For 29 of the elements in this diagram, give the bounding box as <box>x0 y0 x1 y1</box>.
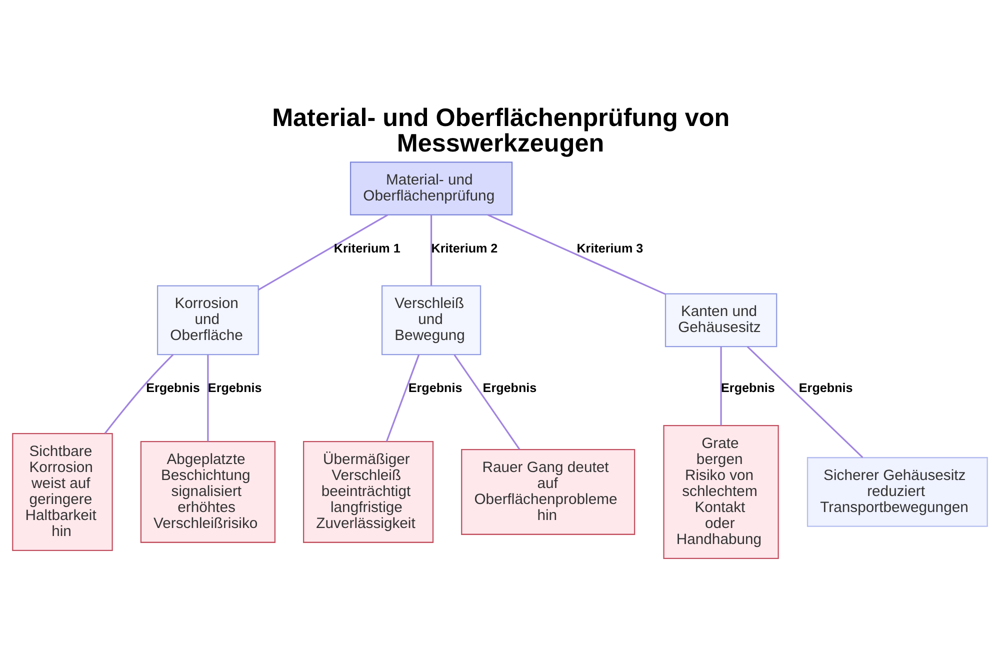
edge-label: Ergebnis <box>721 380 775 395</box>
node-box: Material- und Oberflächenprüfung <box>350 161 513 215</box>
node-box: Verschleiß und Bewegung <box>381 284 482 355</box>
node-box: Grate bergen Risiko von schlechtem Kontakt oder Handhabung <box>663 424 779 558</box>
connector <box>430 214 432 285</box>
edge-label: Kriterium 1 <box>334 240 400 255</box>
edge-label: Ergebnis <box>482 380 537 395</box>
connector <box>386 354 420 442</box>
edge-label: Ergebnis <box>208 380 262 395</box>
edge-label: Kriterium 3 <box>576 240 644 255</box>
connector <box>258 214 388 290</box>
node-box: Sichtbare Korrosion weist auf geringere Haltbarkeit hin <box>12 432 113 550</box>
node-box: Sicherer Gehäusesitz reduziert Transportbewegungen <box>806 456 988 526</box>
connector <box>488 214 666 294</box>
node-box: Abgeplatzte Beschichtung signalisiert erhöhtes Verschleißrisiko <box>140 440 276 542</box>
node-box: Kanten und Gehäusesitz <box>664 292 778 347</box>
edge-label: Kriterium 2 <box>431 240 498 255</box>
edge-label: Ergebnis <box>408 380 462 395</box>
connector <box>104 354 174 434</box>
node-box: Korrosion und Oberfläche <box>156 284 259 355</box>
node-box: Übermäßiger Verschleiß beeinträchtigt langfristige Zuverlässigkeit <box>303 440 434 542</box>
connector <box>207 354 209 441</box>
connector <box>746 346 864 458</box>
diagram-title: Material- und Oberflächenprüfung von Messwerkzeugen <box>272 104 730 157</box>
edge-label: Ergebnis <box>146 380 200 395</box>
connector <box>454 354 520 450</box>
node-box: Rauer Gang deutet auf Oberflächenprobleme hin <box>461 448 636 534</box>
edge-label: Ergebnis <box>798 380 853 395</box>
connector <box>720 346 722 425</box>
